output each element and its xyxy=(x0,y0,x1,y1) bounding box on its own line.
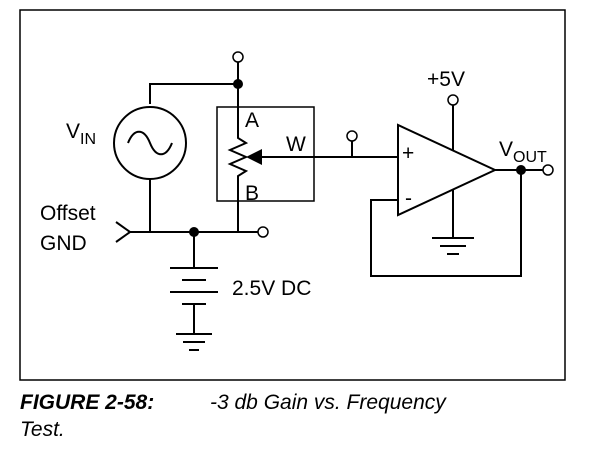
vout-label: VOUT xyxy=(499,138,547,166)
figure-title-continued: Test. xyxy=(20,418,65,441)
resistor-zigzag xyxy=(227,130,249,184)
battery-label: 2.5V DC xyxy=(232,277,311,300)
op-amp-triangle xyxy=(397,123,498,217)
pot-b-label: B xyxy=(245,182,259,205)
top-terminal xyxy=(232,51,244,63)
wiper-arrow-icon xyxy=(246,149,262,165)
figure-title: -3 db Gain vs. Frequency xyxy=(210,391,446,414)
offset-label: Offset xyxy=(40,202,96,225)
vin-top-wire xyxy=(149,83,238,104)
offset-arrow-icon xyxy=(115,221,131,243)
supply-terminal xyxy=(447,94,459,106)
supply-label: +5V xyxy=(427,68,465,91)
wiper-test-terminal xyxy=(346,130,358,142)
ground-bus-terminal xyxy=(257,226,269,238)
opamp-ground-icon xyxy=(432,237,474,255)
inverting-label: - xyxy=(405,187,412,210)
battery-ground-icon xyxy=(176,333,212,351)
wiper-label: W xyxy=(286,133,306,156)
pot-a-label: A xyxy=(245,109,259,132)
figure-number: FIGURE 2-58: xyxy=(20,391,155,414)
potentiometer-box xyxy=(216,106,315,202)
figure-caption: FIGURE 2-58: -3 db Gain vs. Frequency Tes… xyxy=(20,389,600,443)
feedback-wire xyxy=(370,170,522,277)
vin-label: VIN xyxy=(66,120,96,148)
figure-frame xyxy=(19,9,566,381)
gnd-label: GND xyxy=(40,232,87,255)
noninverting-label: + xyxy=(402,142,414,165)
output-terminal xyxy=(542,164,554,176)
top-junction-dot xyxy=(233,79,243,89)
sine-wave-icon xyxy=(127,130,173,156)
